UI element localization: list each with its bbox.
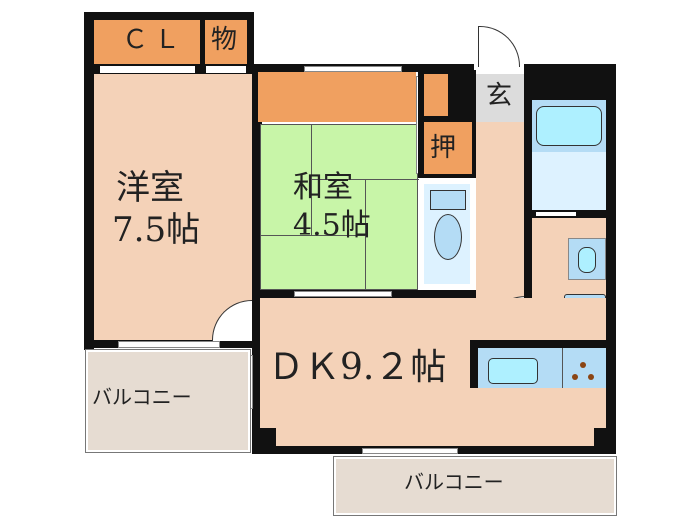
oshiire-area	[424, 74, 448, 116]
closet-area: ＣＬ	[94, 20, 200, 64]
toilet-bowl	[434, 214, 462, 260]
stove-burner	[588, 374, 594, 380]
washbasin	[568, 238, 606, 280]
stove-burner	[580, 362, 586, 368]
dk-label: ＤＫ9.２帖	[268, 347, 447, 388]
western-room-size: 7.5帖	[112, 210, 201, 250]
kitchen-counter	[478, 348, 606, 388]
wall-kitchen-divider	[470, 340, 616, 348]
wall-right	[606, 64, 616, 454]
entrance-label: 玄	[486, 81, 513, 111]
storage-label: 物	[211, 25, 238, 55]
closet-label: ＣＬ	[122, 25, 187, 55]
japanese-room-name: 和室	[293, 170, 353, 205]
japanese-window-bottom	[294, 291, 392, 297]
western-window	[118, 341, 220, 348]
bath-door[interactable]	[536, 212, 576, 216]
bathroom	[532, 100, 606, 210]
wall-western-right	[252, 64, 262, 124]
stove-divider	[562, 348, 563, 388]
entrance-door[interactable]	[478, 26, 520, 67]
sink	[488, 358, 538, 384]
wall-japanese-left	[252, 122, 260, 298]
dk-floor-bottom	[276, 428, 594, 446]
toilet-tank	[430, 190, 466, 210]
wall-western-left	[84, 70, 94, 350]
tokonoma-area	[258, 70, 416, 122]
washbasin-bowl	[578, 247, 596, 273]
balcony-left: バルコニー	[85, 349, 251, 453]
tatami-line	[261, 235, 365, 236]
closet-door-track	[100, 66, 195, 73]
balcony-left-label: バルコニー	[92, 385, 192, 409]
japanese-room-size: 4.5帖	[293, 208, 371, 243]
wall-right-top	[524, 64, 616, 100]
wall-dk-left	[252, 298, 260, 454]
storage-area: 物	[205, 20, 247, 64]
oshiire-closet: 押	[424, 122, 472, 174]
entrance-area: 玄	[476, 74, 524, 122]
japanese-room: 和室 4.5帖	[260, 124, 419, 290]
oshiire-label: 押	[430, 133, 457, 163]
dk-window	[362, 448, 458, 454]
balcony-bottom-label: バルコニー	[404, 470, 504, 494]
western-room: 洋室 7.5帖	[94, 74, 252, 340]
bathtub	[536, 106, 602, 146]
western-room-name: 洋室	[116, 168, 184, 208]
storage-door-track	[206, 66, 246, 73]
tatami-line	[311, 125, 312, 235]
tatami-line	[365, 179, 366, 289]
stove-burner	[572, 374, 578, 380]
wall-bath-left	[524, 100, 532, 350]
toilet-room	[424, 184, 470, 284]
balcony-bottom: バルコニー	[333, 456, 617, 516]
upper-window	[304, 66, 402, 72]
wall-kitchen-left	[470, 340, 478, 388]
tatami-line	[311, 179, 419, 180]
